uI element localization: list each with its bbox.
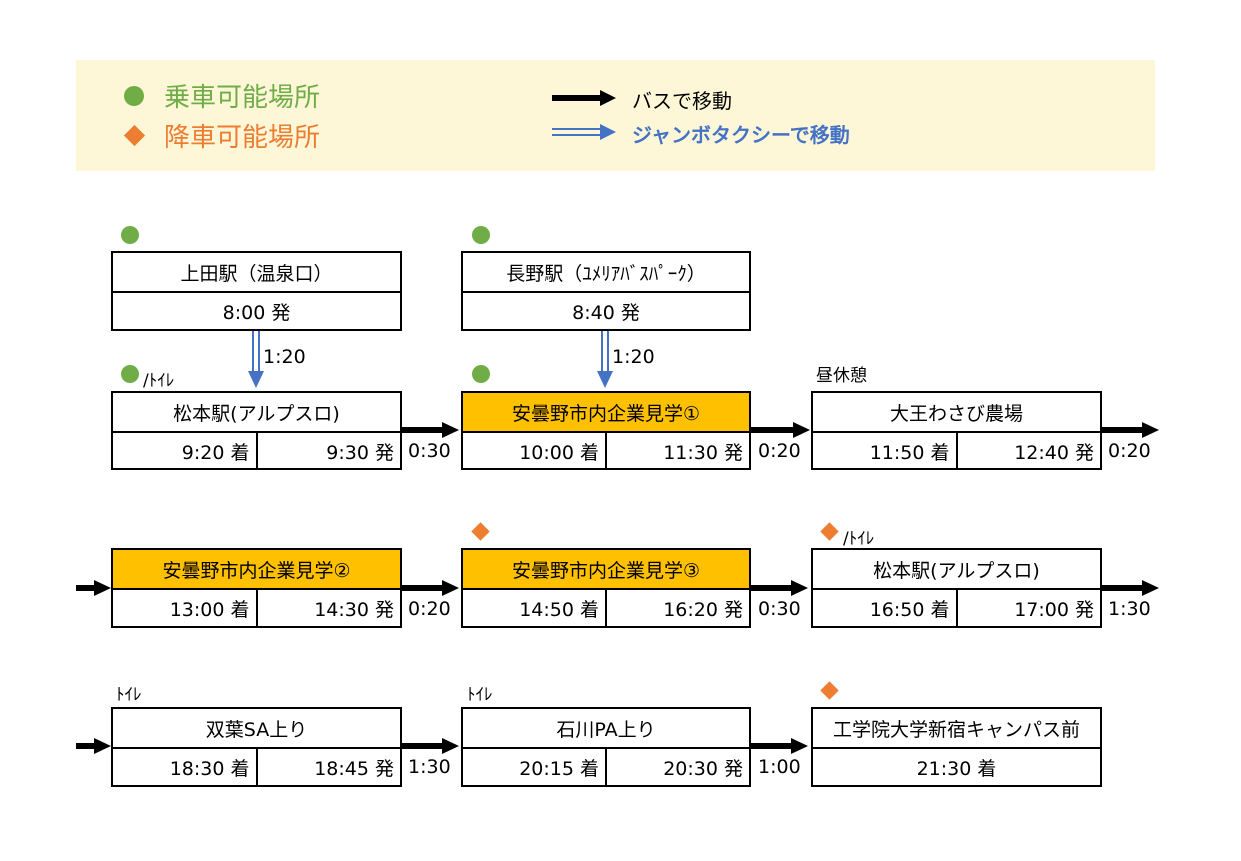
stop-futaba: 双葉SA上り 18:30 着 18:45 発 xyxy=(111,707,402,787)
stop-ishikawa: 石川PA上り 20:15 着 20:30 発 xyxy=(461,707,751,787)
bus-arrow-icon xyxy=(751,422,810,438)
arrive-time: 9:20 着 xyxy=(181,441,250,464)
duration-label: 0:20 xyxy=(758,440,801,462)
legend-boarding-label: 乗車可能場所 xyxy=(164,83,321,113)
duration-label: 1:20 xyxy=(612,346,655,368)
taxi-arrow-icon xyxy=(552,124,616,140)
bus-arrow-icon xyxy=(1102,580,1159,596)
bus-arrow-icon xyxy=(402,422,459,438)
stop-visit-3: 安曇野市内企業見学③ 14:50 着 16:20 発 xyxy=(461,548,751,628)
arrive-time: 18:30 着 xyxy=(169,757,250,780)
legend-boarding: 乗車可能場所 xyxy=(124,77,320,114)
stop-name: 安曇野市内企業見学② xyxy=(113,550,400,590)
legend-taxi-label: ジャンボタクシーで移動 xyxy=(632,123,850,147)
boarding-dot-icon xyxy=(121,226,139,244)
bus-arrow-icon xyxy=(552,90,616,106)
alighting-diamond-icon xyxy=(820,681,839,700)
bus-arrow-icon xyxy=(76,738,111,754)
boarding-dot-icon xyxy=(124,85,144,106)
bus-arrow-icon xyxy=(1102,422,1159,438)
stop-name: 上田駅（温泉口） xyxy=(113,253,400,293)
taxi-arrow-icon xyxy=(248,331,264,388)
duration-label: 0:30 xyxy=(408,440,451,462)
arrive-time: 16:50 着 xyxy=(869,598,950,621)
duration-label: 0:30 xyxy=(758,598,801,620)
depart-time: 17:00 発 xyxy=(955,590,1101,626)
duration-label: 1:20 xyxy=(263,346,306,368)
toilet-note: /ﾄｲﾚ xyxy=(143,371,175,391)
stop-visit-1: 安曇野市内企業見学① 10:00 着 11:30 発 xyxy=(461,391,751,470)
stop-name: 長野駅（ﾕﾒﾘｱﾊﾞｽﾊﾟｰｸ） xyxy=(463,253,749,293)
stop-name: 安曇野市内企業見学① xyxy=(463,393,749,433)
alighting-diamond-icon xyxy=(820,522,839,541)
depart-time: 14:30 発 xyxy=(255,590,401,626)
arrive-time: 11:50 着 xyxy=(869,441,950,464)
alighting-diamond-icon xyxy=(471,522,490,541)
stop-name: 松本駅(アルプスロ) xyxy=(813,550,1100,590)
duration-label: 0:20 xyxy=(1108,440,1151,462)
boarding-dot-icon xyxy=(121,365,139,383)
duration-label: 0:20 xyxy=(408,598,451,620)
depart-time: 16:20 発 xyxy=(605,590,749,626)
stop-name: 松本駅(アルプスロ) xyxy=(113,393,400,433)
stop-matsumoto-2: 松本駅(アルプスロ) 16:50 着 17:00 発 xyxy=(811,548,1102,628)
arrive-time: 20:15 着 xyxy=(519,757,599,780)
stop-name: 双葉SA上り xyxy=(113,709,400,749)
toilet-note: /ﾄｲﾚ xyxy=(843,529,875,549)
duration-label: 1:30 xyxy=(408,756,451,778)
legend-bus-label: バスで移動 xyxy=(632,89,732,113)
arrive-time: 21:30 着 xyxy=(916,757,997,780)
stop-name: 工学院大学新宿キャンパス前 xyxy=(813,709,1100,749)
legend-panel xyxy=(76,60,1155,171)
bus-arrow-icon xyxy=(402,738,459,754)
toilet-note: ﾄｲﾚ xyxy=(467,685,493,705)
lunch-note: 昼休憩 xyxy=(816,366,867,386)
boarding-dot-icon xyxy=(472,226,490,244)
bus-arrow-icon xyxy=(76,580,111,596)
duration-label: 1:30 xyxy=(1108,598,1151,620)
stop-name: 大王わさび農場 xyxy=(813,393,1100,433)
stop-kogakuin: 工学院大学新宿キャンパス前 21:30 着 xyxy=(811,707,1102,787)
depart-time: 12:40 発 xyxy=(955,433,1101,469)
depart-time: 9:30 発 xyxy=(255,433,401,469)
stop-ueda: 上田駅（温泉口） 8:00 発 xyxy=(111,251,402,331)
bus-arrow-icon xyxy=(751,580,808,596)
boarding-dot-icon xyxy=(472,365,490,383)
arrive-time: 14:50 着 xyxy=(519,598,599,621)
stop-nagano: 長野駅（ﾕﾒﾘｱﾊﾞｽﾊﾟｰｸ） 8:40 発 xyxy=(461,251,751,331)
stop-daio: 大王わさび農場 11:50 着 12:40 発 xyxy=(811,391,1102,470)
alighting-diamond-icon xyxy=(123,124,146,147)
toilet-note: ﾄｲﾚ xyxy=(116,685,142,705)
depart-time: 11:30 発 xyxy=(605,433,749,469)
stop-matsumoto-1: 松本駅(アルプスロ) 9:20 着 9:30 発 xyxy=(111,391,402,470)
depart-time: 18:45 発 xyxy=(255,749,401,785)
stop-name: 安曇野市内企業見学③ xyxy=(463,550,749,590)
bus-arrow-icon xyxy=(402,580,459,596)
taxi-arrow-icon xyxy=(597,331,613,388)
depart-time: 8:00 発 xyxy=(222,301,291,324)
legend-alighting-label: 降車可能場所 xyxy=(164,123,321,153)
stop-name: 石川PA上り xyxy=(463,709,749,749)
bus-arrow-icon xyxy=(751,738,808,754)
stop-visit-2: 安曇野市内企業見学② 13:00 着 14:30 発 xyxy=(111,548,402,628)
legend-alighting: 降車可能場所 xyxy=(123,117,321,154)
duration-label: 1:00 xyxy=(758,756,801,778)
depart-time: 8:40 発 xyxy=(572,301,640,324)
arrive-time: 13:00 着 xyxy=(169,598,250,621)
depart-time: 20:30 発 xyxy=(605,749,749,785)
arrive-time: 10:00 着 xyxy=(519,441,599,464)
